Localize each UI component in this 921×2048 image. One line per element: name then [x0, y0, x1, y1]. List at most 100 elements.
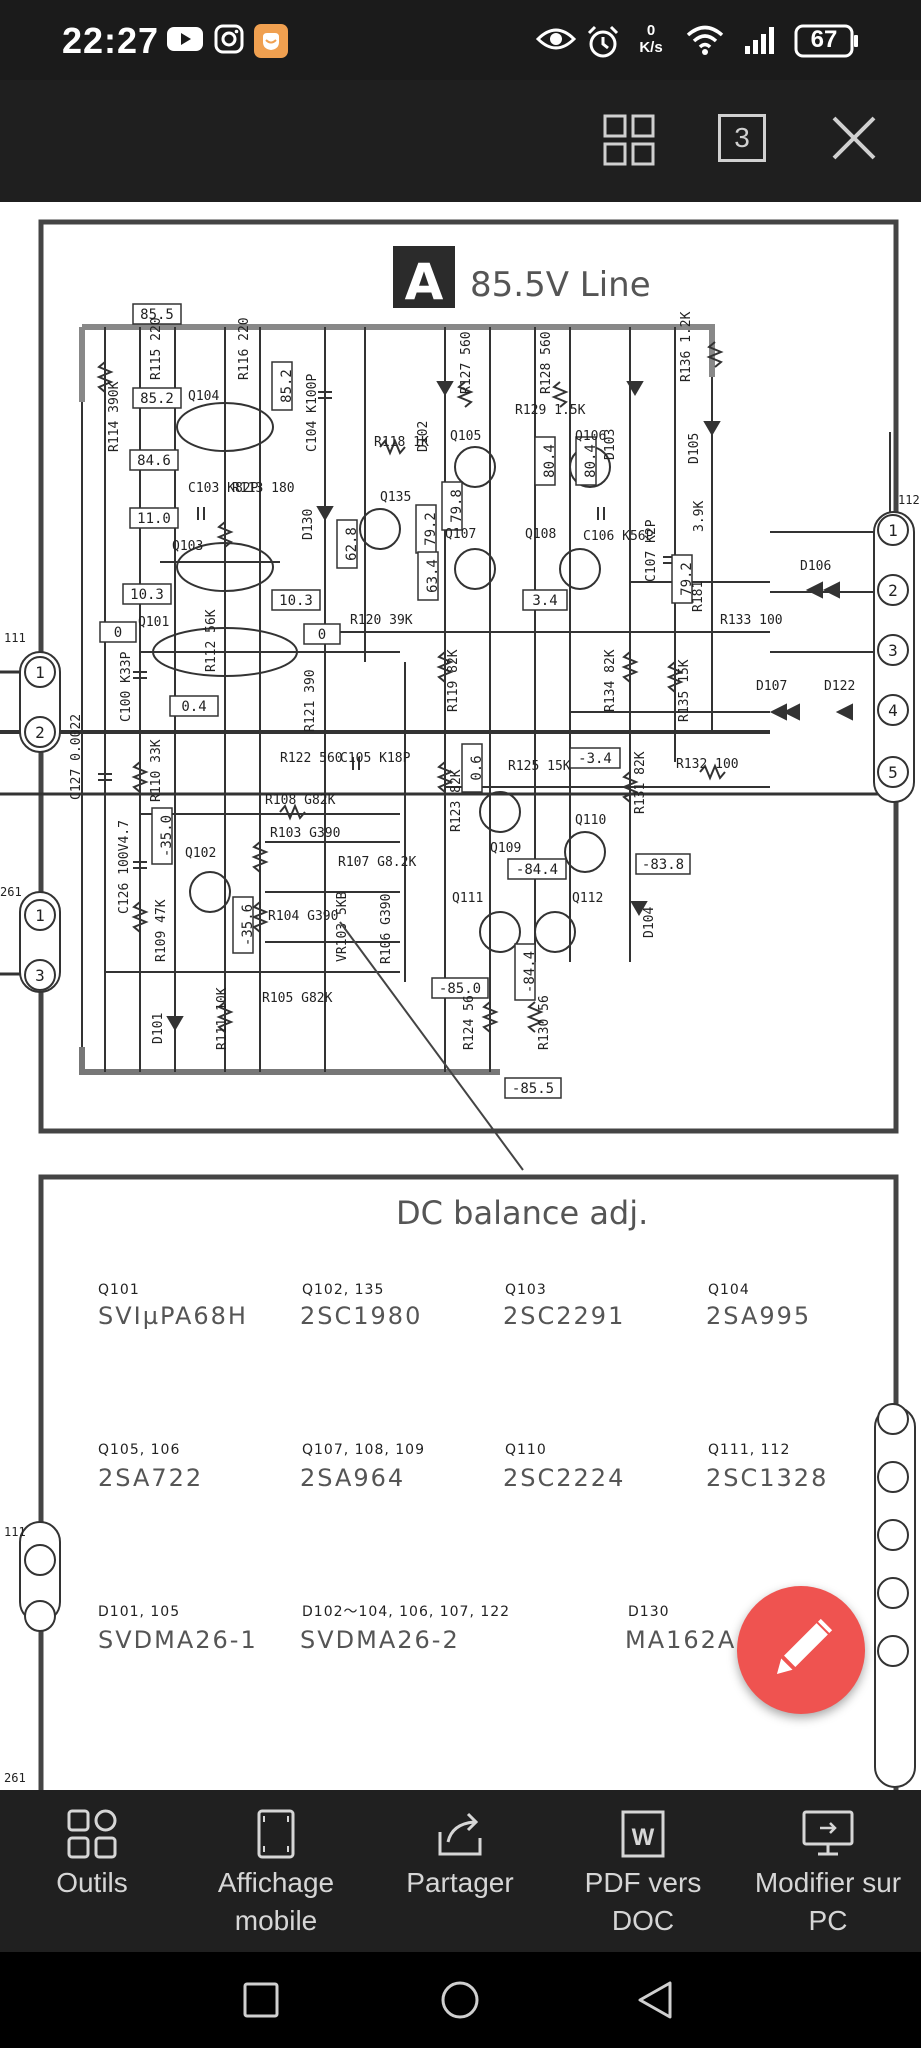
component-label: D101 — [151, 1013, 166, 1044]
component-label: D130 — [301, 509, 316, 540]
component-label: 3.9K — [692, 501, 707, 532]
voltage-label: 79.2 — [423, 512, 439, 546]
edit-on-pc-button[interactable]: Modifier sur PC — [738, 1808, 918, 1940]
connector-pin-label: 2 — [35, 723, 45, 742]
recent-apps-icon[interactable] — [243, 1982, 279, 2023]
edge-label: 111 — [4, 631, 26, 645]
connector-pin-label: 1 — [35, 906, 45, 925]
part-ref: Q103 — [505, 1282, 547, 1298]
component-label: C107 K2P — [644, 519, 659, 582]
component-label: D122 — [824, 679, 855, 694]
voltage-label: -3.4 — [578, 751, 612, 767]
component-label: C103 K82P — [188, 481, 259, 496]
connector-pin-label: 1 — [35, 663, 45, 682]
app-notification-icon — [254, 24, 288, 63]
component-label: R134 82K — [603, 649, 618, 712]
voltage-label: 62.8 — [344, 527, 360, 561]
component-label: C127 0.0022 — [69, 714, 84, 800]
status-bar: 22:27 0 K/s 67 — [0, 0, 921, 80]
schematic-page: A 85.5V Line — [0, 219, 920, 1790]
voltage-label: 3.4 — [532, 593, 557, 609]
connector-pin-label: 2 — [888, 581, 898, 600]
voltage-label: -35.6 — [240, 904, 256, 946]
edit-on-pc-icon — [802, 1810, 854, 1856]
tools-button[interactable]: Outils — [2, 1808, 182, 1902]
component-label: R106 G390 — [379, 894, 394, 964]
part-number: 2SA722 — [98, 1464, 203, 1492]
eye-icon — [535, 24, 577, 59]
voltage-label: 80.4 — [542, 444, 558, 478]
component-label: R118 1K — [374, 435, 429, 450]
pdf-to-doc-icon: W — [621, 1810, 665, 1858]
component-label: R105 G82K — [262, 991, 333, 1006]
component-label: R128 560 — [539, 331, 554, 394]
voltage-label: 0 — [318, 627, 326, 643]
component-label: C100 K33P — [119, 651, 134, 722]
component-label: R181 — [691, 581, 706, 612]
section-title: 85.5V Line — [470, 265, 651, 305]
net-speed-unit: K/s — [639, 39, 663, 56]
edit-fab-button[interactable] — [737, 1586, 865, 1714]
component-label: R127 560 — [459, 331, 474, 394]
component-label: R109 47K — [154, 899, 169, 962]
component-label: R116 220 — [237, 317, 252, 380]
voltage-label: -85.5 — [512, 1081, 554, 1097]
part-number: 2SC2224 — [503, 1464, 625, 1492]
tools-icon — [67, 1809, 117, 1859]
voltage-label: -85.0 — [439, 981, 481, 997]
page-count-button[interactable]: 3 — [718, 114, 766, 162]
component-label: Q103 — [172, 539, 203, 554]
net-speed-value: 0 — [646, 22, 656, 39]
home-icon[interactable] — [440, 1980, 480, 2025]
share-button[interactable]: Partager — [370, 1808, 550, 1902]
component-label: Q101 — [138, 615, 169, 630]
voltage-label: 11.0 — [137, 511, 171, 527]
component-label: Q105 — [450, 429, 481, 444]
edge-label: 261 — [4, 1771, 26, 1785]
part-number: 2SA995 — [706, 1302, 811, 1330]
part-ref: Q107, 108, 109 — [302, 1442, 425, 1458]
pdf-to-doc-button[interactable]: W PDF vers DOC — [553, 1808, 733, 1940]
component-label: Q111 — [452, 891, 483, 906]
instagram-icon — [214, 24, 244, 59]
component-label: R113 180 — [232, 481, 295, 496]
close-icon[interactable] — [830, 114, 878, 167]
component-label: Q102 — [185, 846, 216, 861]
component-label: R123 82K — [449, 769, 464, 832]
component-label: C105 K18P — [340, 751, 411, 766]
voltage-label: 79.8 — [449, 489, 465, 523]
section-letter: A — [405, 253, 444, 311]
component-label: Q135 — [380, 490, 411, 505]
pencil-icon — [776, 1618, 833, 1675]
voltage-label: 63.4 — [425, 559, 441, 593]
component-label: R107 G8.2K — [338, 855, 416, 870]
mobile-view-icon — [257, 1809, 295, 1859]
voltage-label: 85.2 — [140, 391, 174, 407]
tools-label: Outils — [56, 1867, 128, 1898]
component-label: D107 — [756, 679, 787, 694]
part-ref: Q110 — [505, 1442, 547, 1458]
document-viewer[interactable]: A 85.5V Line — [0, 202, 921, 1790]
edge-label: 111 — [4, 1525, 26, 1539]
mobile-view-button[interactable]: Affichage mobile — [186, 1808, 366, 1940]
part-number: 2SA964 — [300, 1464, 405, 1492]
voltage-label: 0.4 — [181, 699, 206, 715]
component-label: R115 220 — [149, 317, 164, 380]
back-icon[interactable] — [636, 1980, 676, 2025]
component-label: R124 56 — [462, 995, 477, 1050]
share-icon — [438, 1812, 482, 1856]
edge-label: 261 — [0, 885, 22, 899]
grid-view-icon[interactable] — [603, 114, 655, 171]
component-label: Q106 — [575, 429, 606, 444]
mobile-view-label: Affichage mobile — [217, 1867, 335, 1936]
component-label: R108 G82K — [265, 793, 336, 808]
part-number: SVDMA26-2 — [300, 1626, 460, 1654]
component-label: D102 — [416, 421, 431, 452]
component-label: C106 K56P — [583, 529, 654, 544]
component-label: R122 560 — [280, 751, 343, 766]
part-ref: D101, 105 — [98, 1604, 180, 1620]
voltage-label: 85.2 — [279, 369, 295, 403]
component-label: R104 G390 — [268, 909, 338, 924]
component-label: D103 — [603, 429, 618, 460]
connector-pin-label: 1 — [888, 521, 898, 540]
